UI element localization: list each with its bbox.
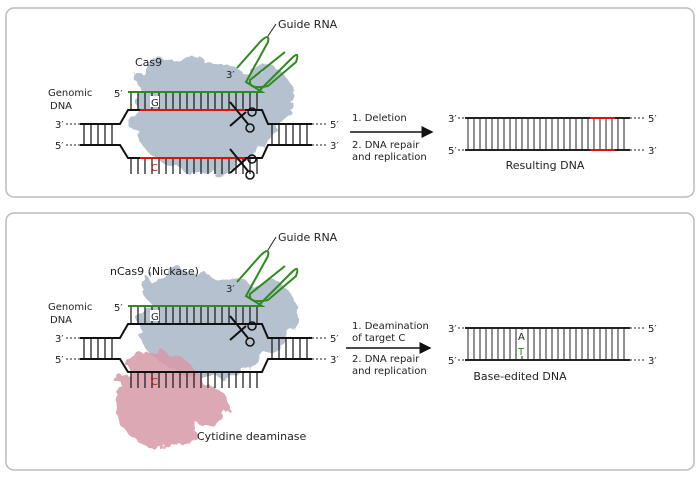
- ncas9-protein-blob: [138, 270, 296, 376]
- label-3prime-right: 3′: [330, 355, 339, 366]
- enzyme-label: Cas9: [135, 56, 162, 69]
- guide-rna-hairpins: [236, 36, 299, 93]
- label-5prime-right: 5′: [330, 334, 339, 345]
- edited-pair-bg: [517, 330, 527, 356]
- step1-label-2: of target C: [352, 333, 405, 344]
- result-5prime-right: 5′: [648, 114, 657, 125]
- label-3prime-right: 3′: [330, 141, 339, 152]
- result-5prime-left: 5′: [448, 356, 457, 367]
- step2-label-2: and replication: [352, 152, 427, 163]
- panel-cas9: Cas9 Guide RNA 3′ Genomic DNA 5′ 3′ 5′ 5…: [48, 18, 657, 180]
- target-base-c: C: [151, 377, 158, 388]
- target-strand: [80, 323, 312, 339]
- label-5prime-guide: 5′: [114, 89, 123, 100]
- label-5prime-right: 5′: [330, 120, 339, 131]
- base-g-bg: [150, 310, 159, 321]
- base-c: C: [151, 163, 158, 174]
- guide-rna-pointer: [267, 23, 277, 37]
- step1-label: 1. Deletion: [352, 113, 407, 124]
- scissors-icon: [229, 148, 257, 180]
- result-label: Resulting DNA: [506, 159, 585, 172]
- edited-base-t: T: [517, 347, 525, 358]
- scissors-icon: [229, 315, 257, 347]
- genomic-dna-label-2: DNA: [50, 101, 72, 112]
- guide-rna-pointer: [267, 236, 277, 251]
- step2-label-2: and replication: [352, 366, 427, 377]
- panel-cas9-box: [5, 7, 695, 198]
- result-3prime-right: 3′: [648, 356, 657, 367]
- base-g-bg: [150, 96, 159, 107]
- panel-base-editor-box: [5, 212, 695, 471]
- guide-3prime-label: 3′: [226, 70, 235, 81]
- enzyme-label: nCas9 (Nickase): [110, 265, 199, 278]
- edited-base-a: A: [518, 332, 525, 343]
- genomic-dna-label-1: Genomic: [48, 302, 92, 313]
- non-target-strand: [80, 358, 312, 373]
- guide-3prime-label: 3′: [226, 284, 235, 295]
- panel-base-editor: nCas9 (Nickase) Guide RNA 3′ Genomic DNA…: [48, 231, 657, 448]
- label-5prime-guide: 5′: [114, 303, 123, 314]
- base-g: G: [151, 98, 159, 109]
- result-3prime-left: 3′: [448, 114, 457, 125]
- result-label: Base-edited DNA: [473, 370, 567, 383]
- guide-rna-hairpins: [236, 250, 299, 307]
- label-3prime-left: 3′: [55, 120, 64, 131]
- genomic-dna-label-1: Genomic: [48, 88, 92, 99]
- result-5prime-left: 5′: [448, 146, 457, 157]
- guide-rna-label: Guide RNA: [278, 231, 338, 244]
- result-5prime-right: 5′: [648, 324, 657, 335]
- base-g: G: [151, 312, 159, 323]
- step2-label-1: 2. DNA repair: [352, 354, 420, 365]
- label-5prime-left: 5′: [55, 141, 64, 152]
- guide-rna-label: Guide RNA: [278, 18, 338, 31]
- result-3prime-left: 3′: [448, 324, 457, 335]
- label-3prime-left: 3′: [55, 334, 64, 345]
- result-3prime-right: 3′: [648, 146, 657, 157]
- deletion-junction: [590, 117, 615, 151]
- result-dna: [458, 327, 644, 361]
- step2-label-1: 2. DNA repair: [352, 140, 420, 151]
- genomic-dna-label-2: DNA: [50, 315, 72, 326]
- label-5prime-left: 5′: [55, 355, 64, 366]
- deaminase-label: Cytidine deaminase: [197, 430, 307, 443]
- step1-label-1: 1. Deamination: [352, 321, 429, 332]
- scissors-icon: [229, 101, 257, 133]
